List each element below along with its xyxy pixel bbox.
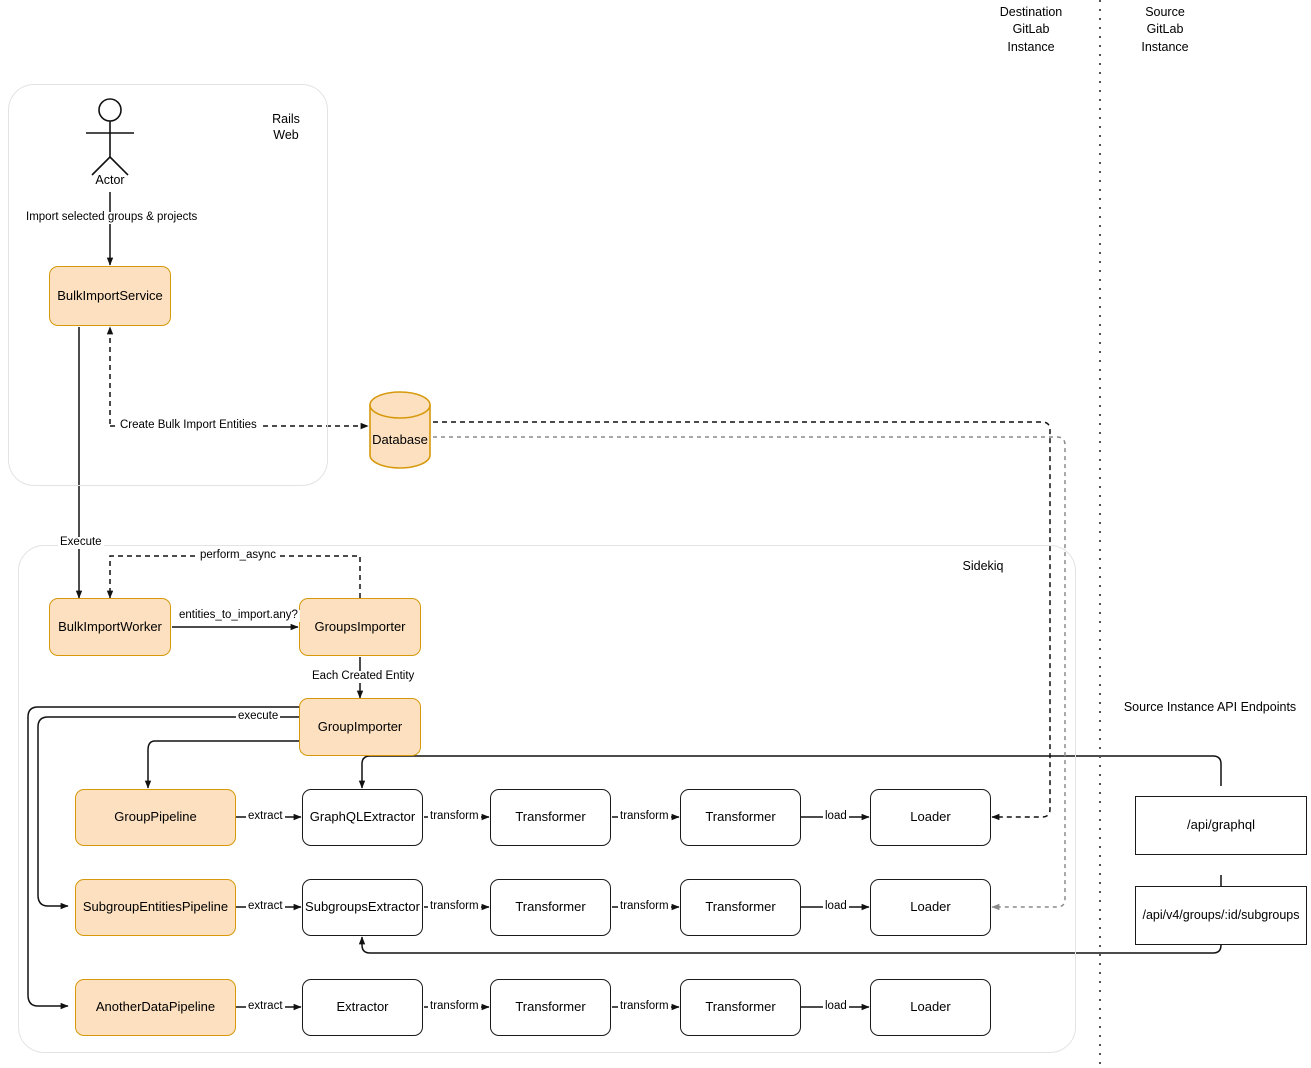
node-row1-transformer-1[interactable]: Transformer: [490, 789, 611, 846]
edge-label-row2-extract: extract: [246, 900, 285, 913]
endpoint-api-graphql[interactable]: /api/graphql: [1135, 796, 1307, 855]
node-graphqlextractor[interactable]: GraphQLExtractor: [302, 789, 423, 846]
node-subgroupentitiespipeline[interactable]: SubgroupEntitiesPipeline: [75, 879, 236, 936]
container-sidekiq-label: Sidekiq: [962, 559, 1004, 573]
edge-label-row2-transform-1: transform: [428, 900, 481, 913]
edge-label-row1-extract: extract: [246, 810, 285, 823]
container-sidekiq: [18, 545, 1076, 1053]
node-row3-transformer-2[interactable]: Transformer: [680, 979, 801, 1036]
node-bulkimportworker[interactable]: BulkImportWorker: [49, 598, 171, 656]
actor-icon: [86, 98, 134, 176]
edge-groupimporter-to-subgroupentitiespipeline: [37, 716, 300, 910]
edge-label-execute-vertical: Execute: [58, 536, 104, 549]
node-row2-loader[interactable]: Loader: [870, 879, 991, 936]
edge-database-to-loader-row1: [433, 421, 1051, 821]
edge-label-execute: execute: [236, 710, 281, 723]
api-endpoints-heading: Source Instance API Endpoints: [1123, 700, 1297, 714]
edge-label-row2-transform-2: transform: [618, 900, 671, 913]
edge-label-row1-load: load: [823, 810, 849, 823]
node-row3-transformer-1[interactable]: Transformer: [490, 979, 611, 1036]
edge-label-row3-transform-1: transform: [428, 1000, 481, 1013]
node-subgroupsextractor[interactable]: SubgroupsExtractor: [302, 879, 423, 936]
node-row1-loader[interactable]: Loader: [870, 789, 991, 846]
node-anotherdatapipeline[interactable]: AnotherDataPipeline: [75, 979, 236, 1036]
node-row2-transformer-1[interactable]: Transformer: [490, 879, 611, 936]
edge-label-row1-transform-1: transform: [428, 810, 481, 823]
node-groupimporter[interactable]: GroupImporter: [299, 698, 421, 756]
node-extractor[interactable]: Extractor: [302, 979, 423, 1036]
node-row2-transformer-2[interactable]: Transformer: [680, 879, 801, 936]
edge-groupimporter-to-anotherdatapipeline: [27, 706, 300, 1010]
database-icon: [369, 391, 431, 469]
edge-label-create-entities: Create Bulk Import Entities: [118, 419, 259, 432]
destination-instance-label: Destination GitLab Instance: [999, 5, 1063, 54]
database-label: Database: [372, 432, 428, 447]
actor-label: Actor: [95, 173, 125, 187]
source-instance-label: Source GitLab Instance: [1141, 5, 1189, 54]
container-rails-web-label: Rails Web: [272, 112, 300, 142]
edge-label-row3-extract: extract: [246, 1000, 285, 1013]
node-grouppipeline[interactable]: GroupPipeline: [75, 789, 236, 846]
edge-label-row3-load: load: [823, 1000, 849, 1013]
edge-apisubgroups-to-subgroupsextractor: [358, 875, 1222, 954]
node-row3-loader[interactable]: Loader: [870, 979, 991, 1036]
edge-apigraphql-to-graphqlextractor: [358, 755, 1222, 789]
container-rails-web: [8, 84, 328, 486]
edge-label-entities-to-import: entities_to_import.any?: [177, 609, 300, 622]
endpoint-api-v4-groups-subgroups[interactable]: /api/v4/groups/:id/subgroups: [1135, 886, 1307, 945]
node-bulkimportservice[interactable]: BulkImportService: [49, 266, 171, 326]
edge-label-row2-load: load: [823, 900, 849, 913]
edge-label-row1-transform-2: transform: [618, 810, 671, 823]
edge-label-import-selected: Import selected groups & projects: [24, 211, 200, 224]
edge-label-each-created-entity: Each Created Entity: [310, 670, 417, 683]
edge-groupimporter-to-grouppipeline: [144, 740, 300, 789]
edge-label-perform-async: perform_async: [198, 549, 279, 562]
edge-label-row3-transform-2: transform: [618, 1000, 671, 1013]
node-groupsimporter[interactable]: GroupsImporter: [299, 598, 421, 656]
edge-database-to-loader-row2: [433, 436, 1066, 911]
node-row1-transformer-2[interactable]: Transformer: [680, 789, 801, 846]
